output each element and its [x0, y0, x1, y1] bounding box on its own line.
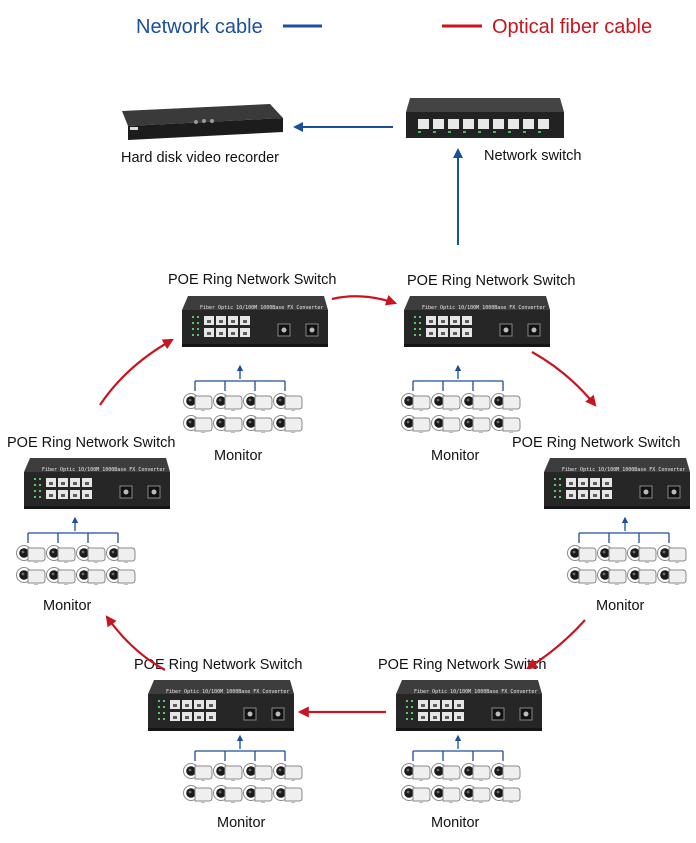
ring-switch-3-label: POE Ring Network Switch: [7, 435, 175, 451]
network-switch-label: Network switch: [484, 148, 582, 164]
ring-switch-3-device-text: Fiber Optic 10/100M 1000Base FX Converte…: [42, 467, 165, 473]
ring-switch-6-device-text: Fiber Optic 10/100M 1000Base FX Converte…: [414, 689, 537, 695]
monitor-4-label: Monitor: [596, 598, 645, 614]
ring-switch-5-device-text: Fiber Optic 10/100M 1000Base FX Converte…: [166, 689, 289, 695]
monitor-group-1: [184, 364, 303, 433]
ring-switch-2-label: POE Ring Network Switch: [407, 273, 575, 289]
legend-network-cable-label: Network cable: [136, 16, 263, 38]
ring-switch-5: Fiber Optic 10/100M 1000Base FX Converte…: [147, 680, 294, 732]
monitor-3-label: Monitor: [43, 598, 92, 614]
recorder-device: [122, 104, 283, 140]
legend: Network cable Optical fiber cable: [136, 16, 652, 38]
fiber-arrow-switch2-to-switch4: [531, 351, 597, 407]
monitor-2-label: Monitor: [431, 448, 480, 464]
ring-switch-1-label: POE Ring Network Switch: [168, 272, 336, 288]
fiber-arrow-switch5-to-switch3: [105, 615, 166, 671]
network-switch-device: [406, 98, 564, 138]
monitor-5-label: Monitor: [217, 815, 266, 831]
fiber-arrow-switch1-to-switch2: [331, 295, 398, 306]
fiber-arrow-switch3-to-switch1: [99, 338, 174, 406]
ring-switch-6-label: POE Ring Network Switch: [378, 657, 546, 673]
ring-switch-4: Fiber Optic 10/100M 1000Base FX Converte…: [543, 458, 690, 510]
monitor-group-4: [568, 516, 687, 585]
monitor-group-2: [402, 364, 521, 433]
ring-switch-6: Fiber Optic 10/100M 1000Base FX Converte…: [395, 680, 542, 732]
ring-switch-1: Fiber Optic 10/100M 1000Base FX Converte…: [181, 296, 328, 348]
legend-optical-fiber-label: Optical fiber cable: [492, 16, 652, 38]
monitor-group-5: [184, 734, 303, 803]
recorder-label: Hard disk video recorder: [121, 150, 279, 166]
ring-switch-5-label: POE Ring Network Switch: [134, 657, 302, 673]
monitor-6-label: Monitor: [431, 815, 480, 831]
ring-switch-1-device-text: Fiber Optic 10/100M 1000Base FX Converte…: [200, 305, 323, 311]
ring-switch-2-device-text: Fiber Optic 10/100M 1000Base FX Converte…: [422, 305, 545, 311]
monitor-1-label: Monitor: [214, 448, 263, 464]
ring-switch-3: Fiber Optic 10/100M 1000Base FX Converte…: [23, 458, 170, 510]
monitor-group-6: [402, 734, 521, 803]
ring-switch-2: Fiber Optic 10/100M 1000Base FX Converte…: [403, 296, 550, 348]
fiber-arrow-switch4-to-switch6: [526, 619, 586, 670]
ring-switch-4-label: POE Ring Network Switch: [512, 435, 680, 451]
monitor-group-3: [17, 516, 136, 585]
ring-switch-4-device-text: Fiber Optic 10/100M 1000Base FX Converte…: [562, 467, 685, 473]
